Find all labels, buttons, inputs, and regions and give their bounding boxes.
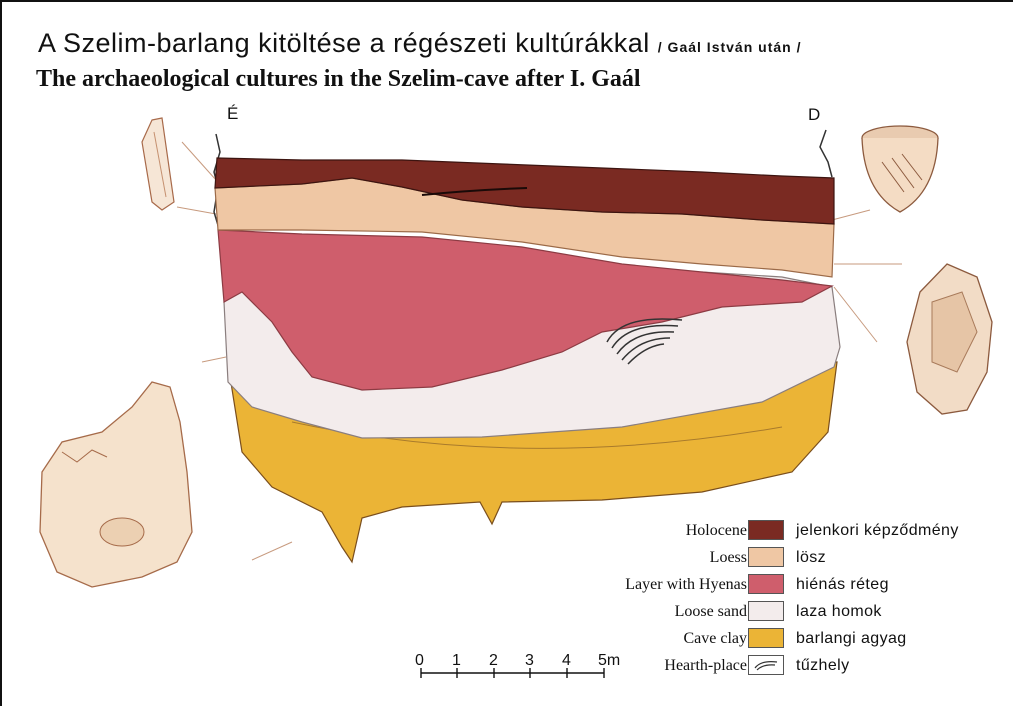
artifact-hand-axe: [907, 264, 992, 414]
legend-label-english: Loess: [710, 549, 747, 567]
hearth-swatch-icon: [749, 656, 783, 674]
legend-swatch: [748, 601, 784, 621]
scale-tick-label-0: 0: [415, 652, 424, 670]
legend-label-hungarian: tűzhely: [796, 657, 850, 675]
scale-tick-label-3: 3: [525, 652, 534, 670]
legend-label-english: Loose sand: [675, 603, 747, 621]
artifact-jaw-bone: [40, 382, 192, 587]
legend-row-loess: Loess lösz: [562, 545, 1007, 573]
legend-swatch-hearth: [748, 655, 784, 675]
legend-row-loose-sand: Loose sand laza homok: [562, 599, 1007, 627]
legend-label-english: Cave clay: [683, 630, 747, 648]
legend-label-hungarian: hiénás réteg: [796, 576, 889, 594]
legend-label-english: Layer with Hyenas: [625, 576, 747, 594]
legend-label-hungarian: jelenkori képződmény: [796, 522, 959, 540]
legend-label-english: Holocene: [686, 522, 747, 540]
legend-swatch: [748, 628, 784, 648]
legend-row-hyenas: Layer with Hyenas hiénás réteg: [562, 572, 1007, 600]
south-wall-outline: [820, 130, 832, 177]
scale-tick-label-2: 2: [489, 652, 498, 670]
legend-row-hearth: Hearth-place tűzhely: [562, 653, 1007, 681]
legend-row-cave-clay: Cave clay barlangi agyag: [562, 626, 1007, 654]
legend-swatch: [748, 547, 784, 567]
legend-label-hungarian: barlangi agyag: [796, 630, 907, 648]
artifact-pottery-bowl: [862, 126, 938, 212]
legend-label-hungarian: laza homok: [796, 603, 882, 621]
legend-row-holocene: Holocene jelenkori képződmény: [562, 518, 1007, 546]
legend-label-english: Hearth-place: [664, 657, 747, 675]
legend-swatch: [748, 520, 784, 540]
legend-label-hungarian: lösz: [796, 549, 826, 567]
scale-tick-label-1: 1: [452, 652, 461, 670]
legend-swatch: [748, 574, 784, 594]
artifact-blade-tool: [142, 118, 174, 210]
